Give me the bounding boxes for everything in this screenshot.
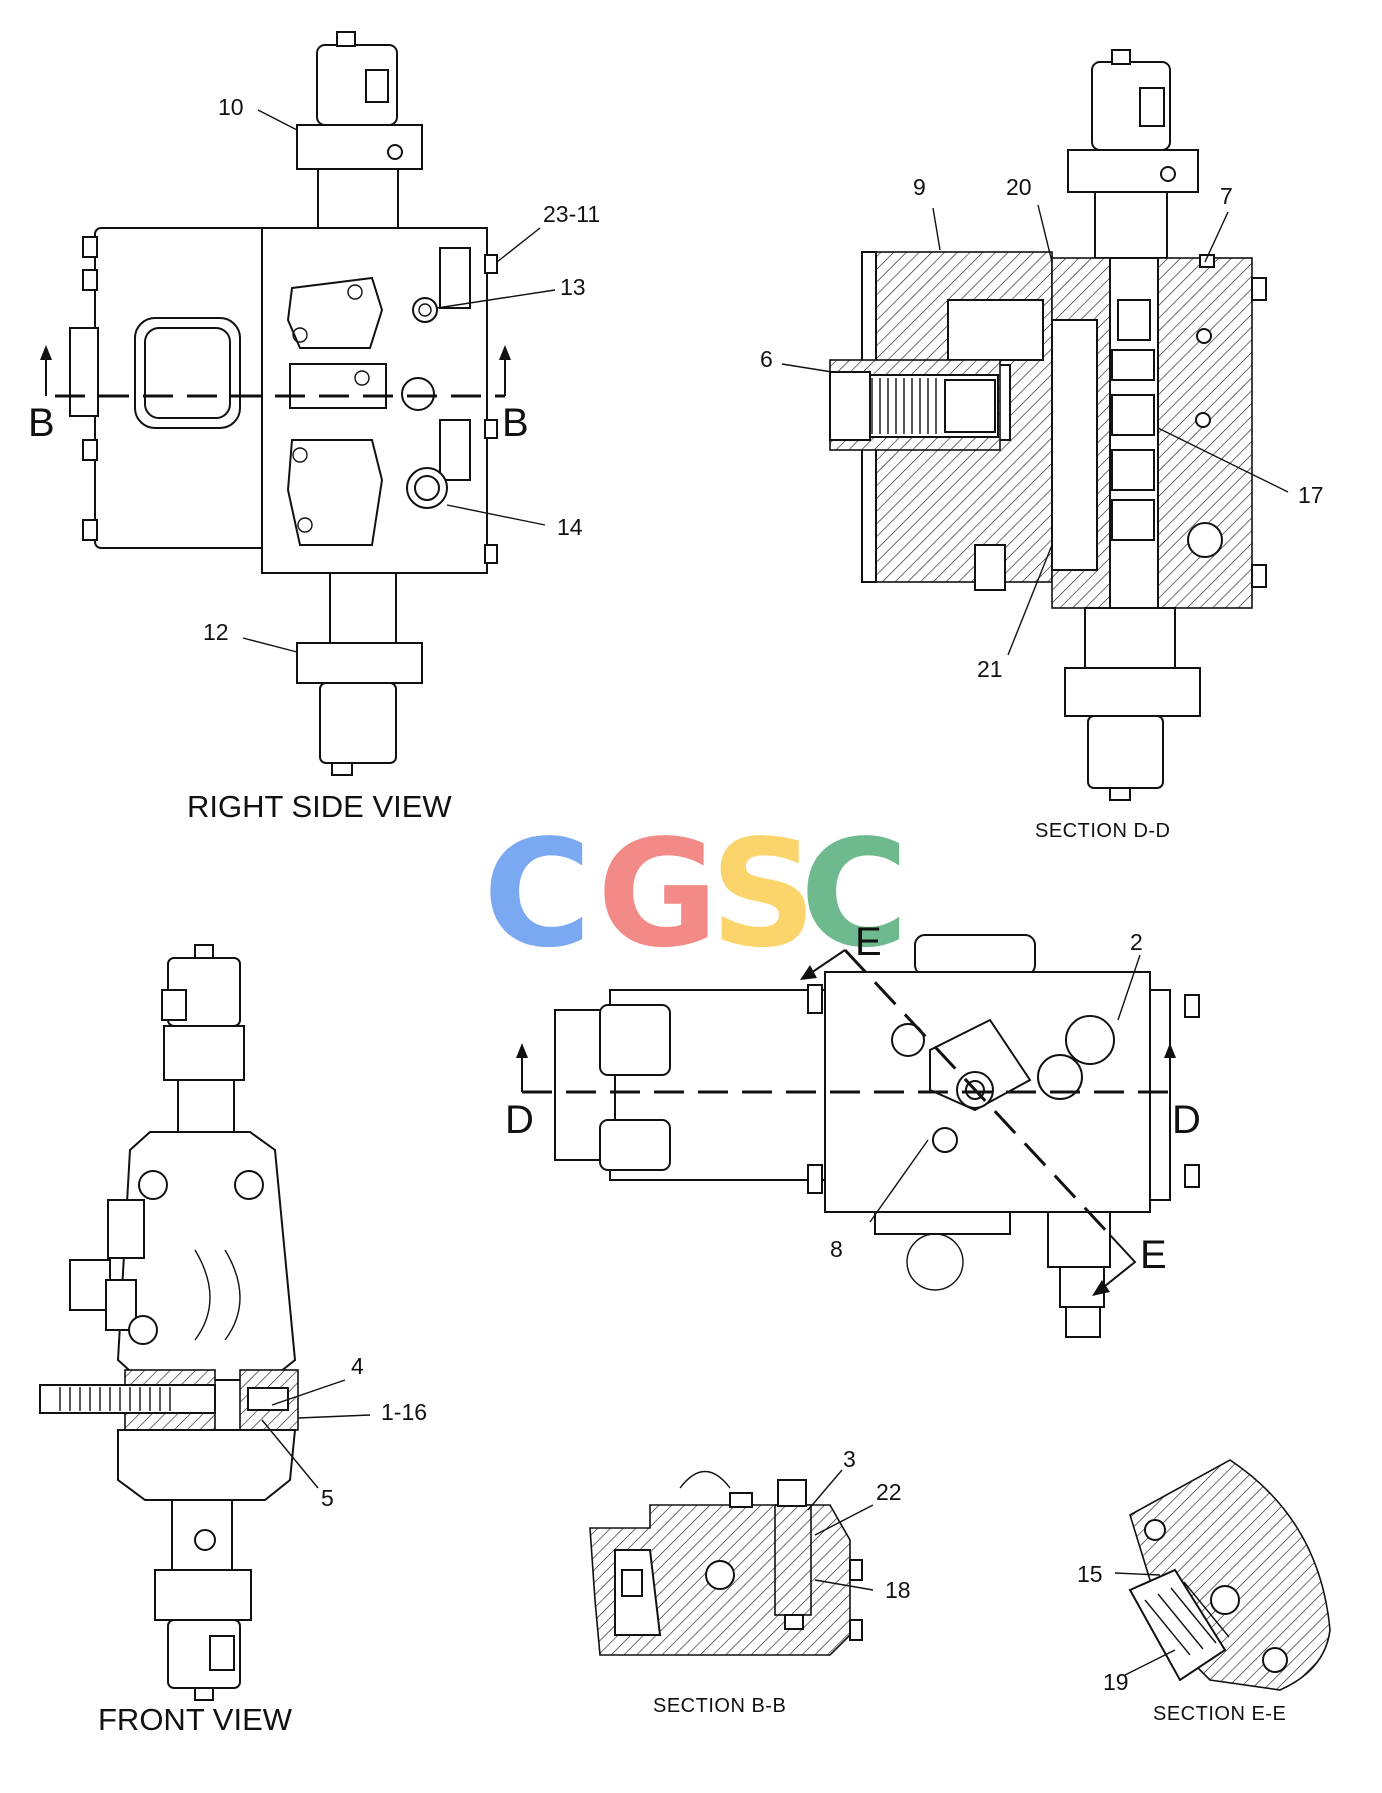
- section-d-d: 9 20 7 6 17 21 SECTION D-D: [760, 49, 1324, 842]
- section-e-e-title: SECTION E-E: [1153, 1703, 1286, 1725]
- right-side-view-title: RIGHT SIDE VIEW: [187, 789, 452, 824]
- section-d-d-title: SECTION D-D: [1035, 820, 1171, 842]
- callout-23-11: 23-11: [543, 201, 600, 227]
- callout-19: 19: [1103, 1669, 1129, 1695]
- callout-3: 3: [843, 1446, 856, 1472]
- callout-10: 10: [218, 94, 244, 120]
- callout-9: 9: [913, 174, 926, 200]
- section-mark-d-left: D: [505, 1098, 534, 1142]
- top-view: D D E E 2 8: [505, 920, 1201, 1338]
- callout-7: 7: [1220, 183, 1233, 209]
- section-b-b: 3 22 18 SECTION B-B: [589, 1446, 911, 1717]
- callout-6: 6: [760, 346, 773, 372]
- callout-12: 12: [203, 619, 229, 645]
- section-e-e: 15 19 SECTION E-E: [1077, 1459, 1331, 1725]
- callout-4: 4: [351, 1353, 364, 1379]
- callout-8: 8: [830, 1236, 843, 1262]
- callout-18: 18: [885, 1577, 911, 1603]
- section-mark-e-top: E: [855, 920, 882, 964]
- section-b-b-title: SECTION B-B: [653, 1695, 786, 1717]
- callout-20: 20: [1006, 174, 1032, 200]
- right-side-view: B B 10 23-11 13 14 12 RIGHT SIDE VIEW: [28, 31, 600, 824]
- callout-17: 17: [1298, 482, 1324, 508]
- front-view: 4 1-16 5 FRONT VIEW: [39, 944, 427, 1737]
- section-mark-e-bottom: E: [1140, 1233, 1167, 1277]
- callout-14: 14: [557, 514, 583, 540]
- watermark-letter-1: C: [483, 808, 592, 980]
- section-mark-d-right: D: [1172, 1098, 1201, 1142]
- section-mark-b-left: B: [28, 401, 55, 445]
- front-view-title: FRONT VIEW: [98, 1702, 293, 1737]
- callout-15: 15: [1077, 1561, 1103, 1587]
- watermark-letter-3: S: [710, 808, 817, 980]
- callout-13: 13: [560, 274, 586, 300]
- callout-2: 2: [1130, 929, 1143, 955]
- callout-5: 5: [321, 1485, 334, 1511]
- callout-22: 22: [876, 1479, 902, 1505]
- cgsc-watermark-logo: C G S C: [483, 808, 909, 980]
- section-mark-b-right: B: [502, 401, 529, 445]
- watermark-letter-4: C: [800, 808, 909, 980]
- callout-1-16: 1-16: [381, 1399, 427, 1425]
- watermark-letter-2: G: [597, 808, 718, 980]
- callout-21: 21: [977, 656, 1003, 682]
